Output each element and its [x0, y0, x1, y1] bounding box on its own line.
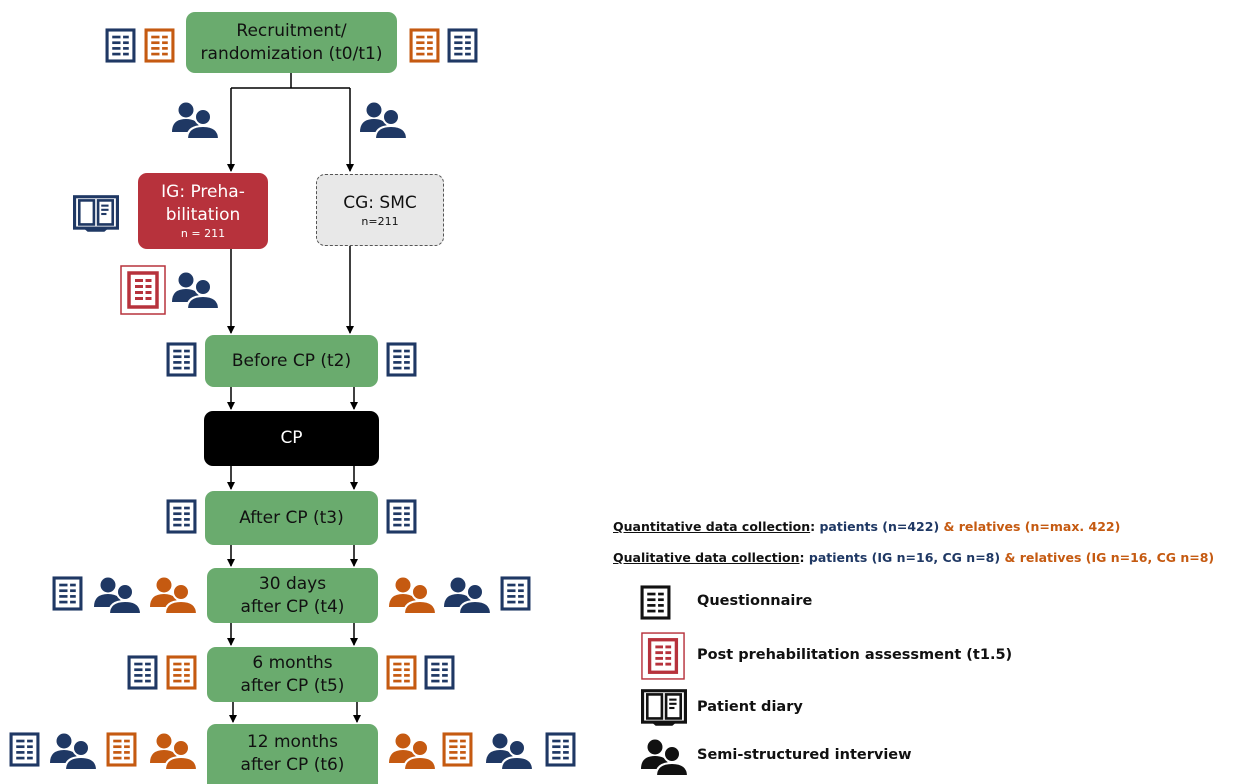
- ig-line2: bilitation: [165, 205, 241, 225]
- legend-quantitative-relatives: & relatives (n=max. 422): [939, 519, 1121, 534]
- legend-qualitative-colon: :: [799, 550, 805, 565]
- questionnaire-icon: [52, 576, 83, 611]
- month12-line1: 12 months: [246, 732, 339, 752]
- semi-structured-interview-relatives-icon: [149, 576, 198, 615]
- after-cp-label: After CP (t3): [239, 507, 344, 528]
- questionnaire-icon: [447, 28, 478, 63]
- questionnaire-icon: [105, 28, 136, 63]
- questionnaire-icon: [166, 342, 197, 377]
- cg-line1: CG: SMC: [343, 192, 417, 213]
- questionnaire-icon: [545, 732, 576, 767]
- legend-diary-label: Patient diary: [697, 699, 803, 715]
- semi-structured-interview-relatives-icon: [388, 732, 437, 771]
- semi-structured-interview-icon: [359, 101, 408, 140]
- questionnaire-icon: [500, 576, 531, 611]
- legend-interview-label: Semi-structured interview: [697, 747, 912, 763]
- legend-icons: [640, 585, 689, 776]
- cp-box: CP: [204, 411, 379, 466]
- legend-qualitative-patients: patients (IG n=16, CG n=8): [804, 550, 1001, 565]
- month6-line2: after CP (t5): [240, 675, 345, 696]
- day30-box: 30 days after CP (t4): [207, 568, 378, 623]
- legend-quantitative-heading: Quantitative data collection: [613, 519, 811, 534]
- recruitment-box: Recruitment/ randomization (t0/t1): [186, 12, 397, 73]
- legend-patient-diary-icon: [641, 689, 687, 727]
- questionnaire-relatives-icon: [409, 28, 440, 63]
- ig-n: n = 211: [180, 227, 226, 240]
- questionnaire-icon: [386, 499, 417, 534]
- questionnaire-icon: [386, 342, 417, 377]
- before-cp-label: Before CP (t2): [231, 350, 352, 371]
- legend-quantitative: Quantitative data collection: patients (…: [613, 519, 1120, 534]
- day30-line2: after CP (t4): [240, 596, 345, 617]
- ig-box: IG: Preha- bilitation n = 211: [138, 173, 268, 249]
- semi-structured-interview-icon: [443, 576, 492, 615]
- patient-diary-icon: [73, 195, 119, 233]
- questionnaire-relatives-icon: [442, 732, 473, 767]
- semi-structured-interview-icon: [49, 732, 98, 771]
- legend-post-assessment-label: Post prehabilitation assessment (t1.5): [697, 647, 1013, 663]
- cp-label: CP: [280, 428, 303, 448]
- questionnaire-icon: [424, 655, 455, 690]
- legend-post-prehabilitation-assessment-icon: [641, 632, 685, 680]
- semi-structured-interview-icon: [171, 271, 220, 310]
- month6-box: 6 months after CP (t5): [207, 647, 378, 702]
- legend-quantitative-colon: :: [810, 519, 816, 534]
- semi-structured-interview-icon: [93, 576, 142, 615]
- legend-qualitative-heading: Qualitative data collection: [613, 550, 800, 565]
- questionnaire-relatives-icon: [106, 732, 137, 767]
- legend-qualitative: Qualitative data collection: patients (I…: [613, 550, 1214, 565]
- questionnaire-icon: [127, 655, 158, 690]
- connectors: [227, 73, 361, 723]
- legend-questionnaire-label: Questionnaire: [697, 593, 813, 609]
- semi-structured-interview-relatives-icon: [388, 576, 437, 615]
- questionnaire-relatives-icon: [166, 655, 197, 690]
- before-cp-box: Before CP (t2): [205, 335, 378, 387]
- semi-structured-interview-relatives-icon: [149, 732, 198, 771]
- month6-line1: 6 months: [252, 652, 333, 673]
- recruitment-line1: Recruitment/: [236, 20, 347, 41]
- cg-box: CG: SMC n=211: [316, 174, 444, 246]
- legend-quantitative-patients: patients (n=422): [815, 519, 940, 534]
- month12-line2: after CP (t6): [240, 755, 345, 775]
- day30-line1: 30 days: [258, 573, 327, 594]
- post-prehabilitation-assessment-icon: [120, 265, 166, 315]
- questionnaire-icon: [166, 499, 197, 534]
- semi-structured-interview-icon: [171, 101, 220, 140]
- legend-semi-structured-interview-icon: [640, 738, 689, 776]
- after-cp-box: After CP (t3): [205, 491, 378, 545]
- cg-n: n=211: [361, 214, 399, 228]
- ig-line1: IG: Preha-: [161, 182, 245, 202]
- questionnaire-relatives-icon: [386, 655, 417, 690]
- questionnaire-icon: [9, 732, 40, 767]
- questionnaire-relatives-icon: [144, 28, 175, 63]
- legend-qualitative-relatives: & relatives (IG n=16, CG n=8): [1000, 550, 1215, 565]
- legend-questionnaire-icon: [640, 585, 671, 620]
- semi-structured-interview-icon: [485, 732, 534, 771]
- month12-box: 12 months after CP (t6): [207, 724, 378, 784]
- recruitment-line2: randomization (t0/t1): [200, 43, 383, 64]
